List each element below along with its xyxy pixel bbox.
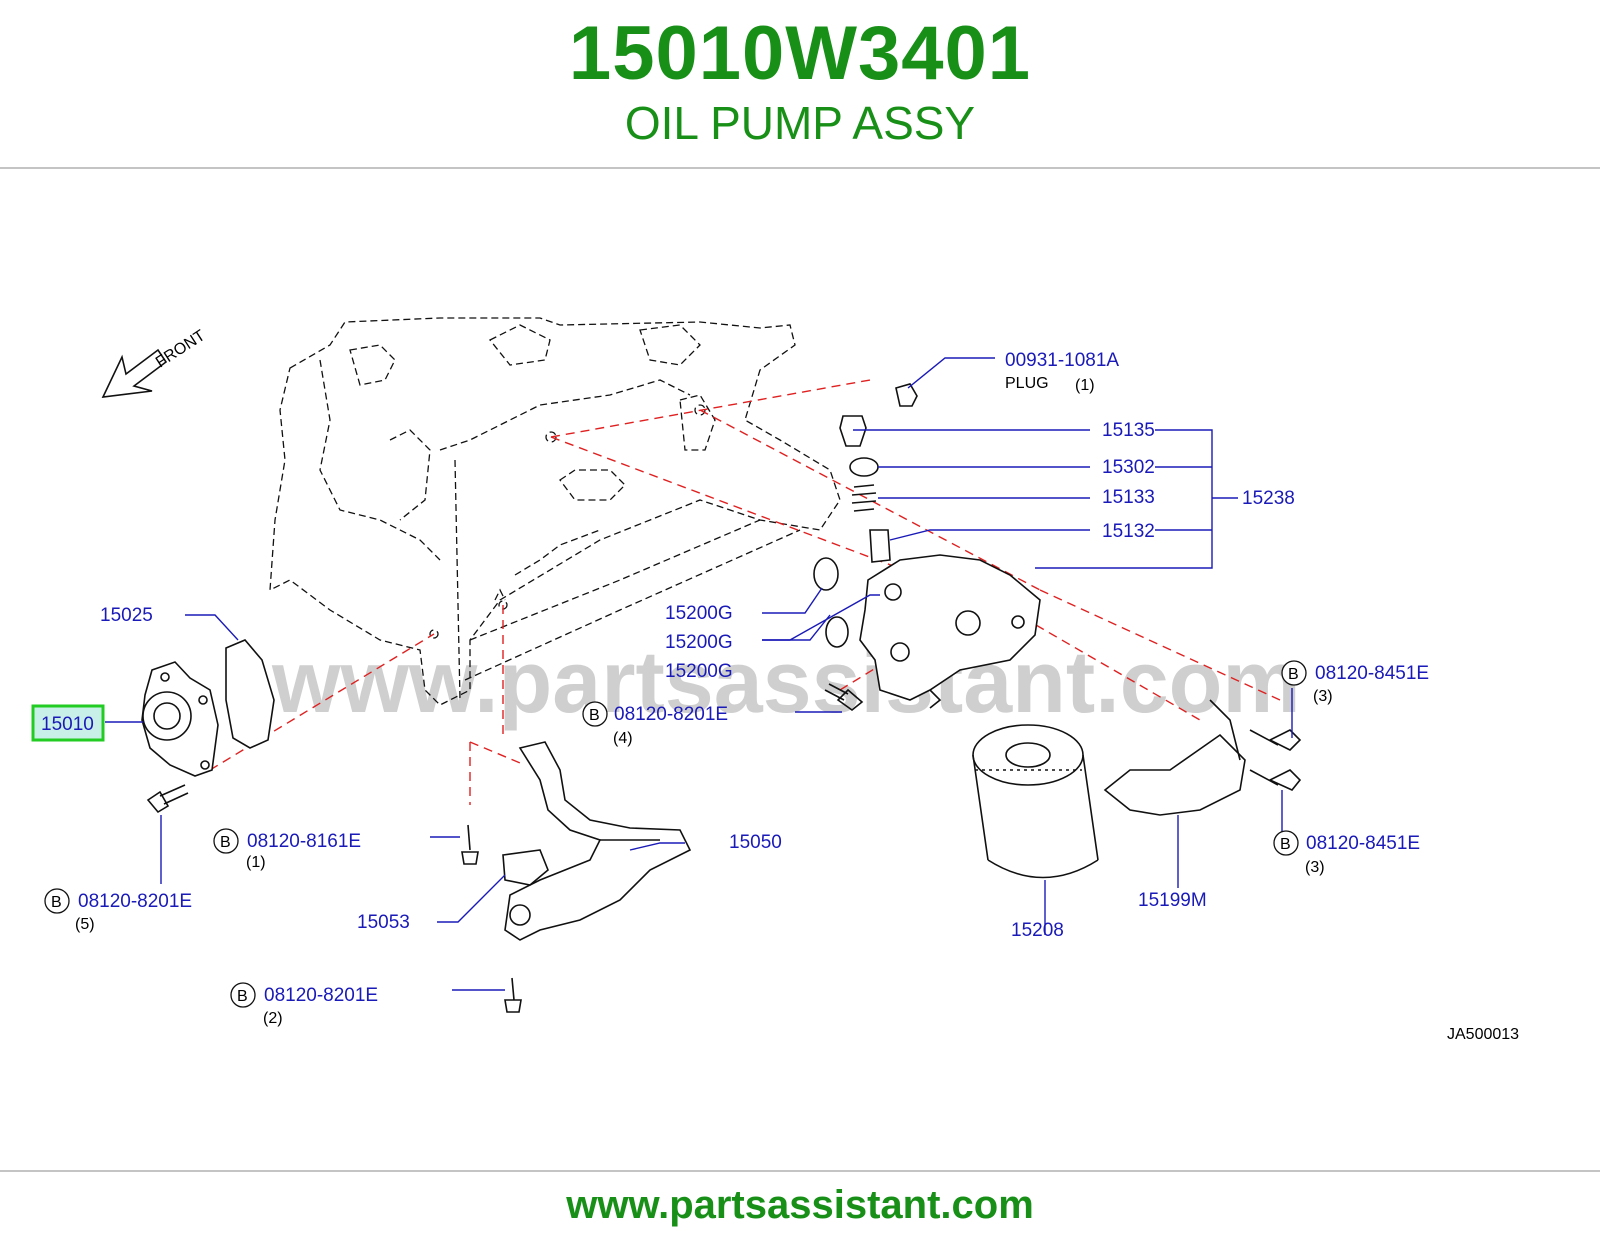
bolt-marker-8201-4: B xyxy=(582,701,608,727)
header-divider xyxy=(0,167,1600,169)
relief-valve-parts xyxy=(839,415,891,563)
front-label: FRONT xyxy=(153,327,209,371)
strainer-bolt-bottom-part xyxy=(504,977,522,1013)
oil-pump-part xyxy=(141,661,219,777)
page-header: 15010W3401 OIL PUMP ASSY xyxy=(0,0,1600,168)
alignment-lines xyxy=(209,379,1281,805)
bolt-marker-8201-5: B xyxy=(44,888,70,914)
label-bolt-8451-bot-qty: (3) xyxy=(1305,859,1325,876)
label-bolt-8451-top-qty: (3) xyxy=(1313,688,1333,705)
label-15132[interactable]: 15132 xyxy=(1102,521,1155,542)
label-15208[interactable]: 15208 xyxy=(1011,920,1064,941)
label-15238[interactable]: 15238 xyxy=(1242,488,1295,509)
o-ring-1 xyxy=(813,557,839,591)
shield-bolts-part xyxy=(1249,729,1302,791)
diagram-ref-code: JA500013 xyxy=(1447,1026,1519,1043)
label-bolt-8451-bot[interactable]: 08120-8451E xyxy=(1306,833,1420,854)
label-bolt-8201-2[interactable]: 08120-8201E xyxy=(264,985,378,1006)
label-plug-qty: (1) xyxy=(1075,377,1095,394)
label-plug-part-number[interactable]: 00931-1081A xyxy=(1005,350,1119,371)
svg-text:B: B xyxy=(1288,666,1299,683)
pump-bolt-part xyxy=(146,784,189,814)
label-bolt-8201-4[interactable]: 08120-8201E xyxy=(614,704,728,725)
watermark-text: www.partsassistant.com xyxy=(271,632,1301,731)
label-bolt-8201-5[interactable]: 08120-8201E xyxy=(78,891,192,912)
label-15025[interactable]: 15025 xyxy=(100,605,153,626)
part-number-title: 15010W3401 xyxy=(568,11,1032,96)
label-15053[interactable]: 15053 xyxy=(357,912,410,933)
o-ring-2 xyxy=(825,616,849,648)
svg-text:B: B xyxy=(237,988,248,1005)
label-bolt-8201-5-qty: (5) xyxy=(75,916,95,933)
oil-strainer-part xyxy=(504,741,692,941)
footer-divider xyxy=(0,1170,1600,1172)
svg-text:B: B xyxy=(589,707,600,724)
label-15200g-2[interactable]: 15200G xyxy=(665,632,733,653)
oil-filter-part xyxy=(972,724,1099,879)
label-bolt-8201-4-qty: (4) xyxy=(613,730,633,747)
label-15010[interactable]: 15010 xyxy=(41,714,94,735)
plug-part xyxy=(895,383,918,407)
engine-block xyxy=(269,317,841,706)
bolt-marker-8161: B xyxy=(213,828,239,854)
label-15200g-3[interactable]: 15200G xyxy=(665,661,733,682)
bolt-marker-8201-2: B xyxy=(230,982,256,1008)
footer-site-link[interactable]: www.partsassistant.com xyxy=(566,1183,1034,1227)
bolt-marker-8451-top: B xyxy=(1281,660,1307,686)
bolt-marker-8451-bot: B xyxy=(1273,830,1299,856)
label-bolt-8451-top[interactable]: 08120-8451E xyxy=(1315,663,1429,684)
strainer-bolt-top-part xyxy=(461,824,479,865)
label-bolt-8201-2-qty: (2) xyxy=(263,1010,283,1027)
label-bolt-8161[interactable]: 08120-8161E xyxy=(247,831,361,852)
front-arrow-icon: FRONT xyxy=(101,327,209,398)
label-15050[interactable]: 15050 xyxy=(729,832,782,853)
highlight-box-15010 xyxy=(31,704,105,742)
part-name-subtitle: OIL PUMP ASSY xyxy=(624,97,976,149)
heat-shield-part xyxy=(1103,699,1246,816)
leader-lines xyxy=(105,357,1293,991)
label-plug-name: PLUG xyxy=(1005,375,1049,392)
pump-gasket-part xyxy=(225,639,275,749)
svg-text:B: B xyxy=(51,894,62,911)
oil-filter-bracket-part xyxy=(859,554,1041,709)
label-15200g-1[interactable]: 15200G xyxy=(665,603,733,624)
label-15135[interactable]: 15135 xyxy=(1102,420,1155,441)
label-15133[interactable]: 15133 xyxy=(1102,487,1155,508)
svg-text:B: B xyxy=(1280,836,1291,853)
bracket-bolt-part xyxy=(824,683,864,712)
parts-diagram: www.partsassistant.com FRONT xyxy=(31,317,1519,1043)
svg-text:B: B xyxy=(220,834,231,851)
label-15199m[interactable]: 15199M xyxy=(1138,890,1207,911)
label-15302[interactable]: 15302 xyxy=(1102,457,1155,478)
label-bolt-8161-qty: (1) xyxy=(246,854,266,871)
